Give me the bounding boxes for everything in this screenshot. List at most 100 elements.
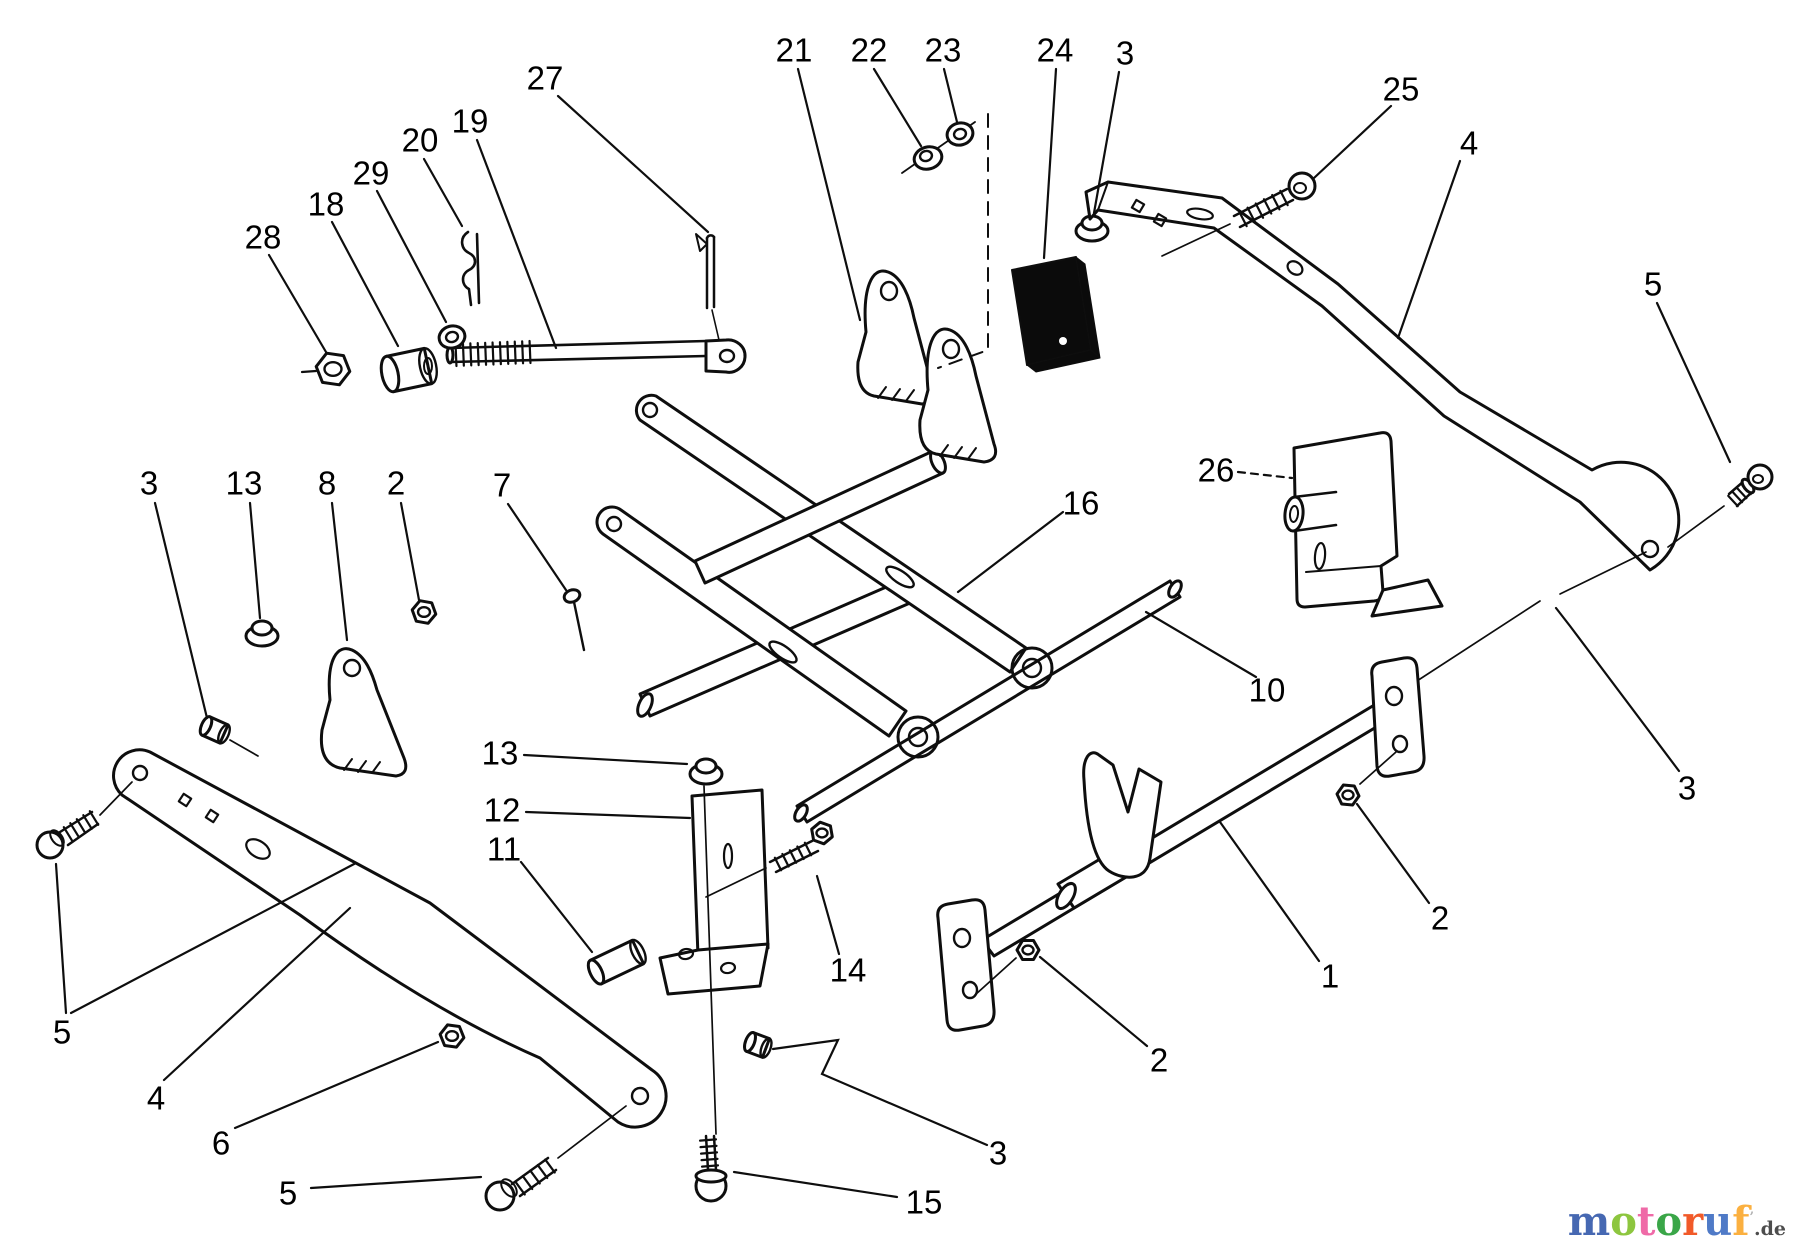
- bolt-5a-threads-tick: [1731, 490, 1744, 504]
- nut-2-left-bore: [416, 606, 432, 619]
- nut-28: [314, 351, 352, 387]
- leader-line-2-29: [1038, 955, 1149, 1048]
- leader-line-3-14: [153, 501, 209, 720]
- leader-line-5-8: [1655, 301, 1732, 464]
- bolt-14-threads-tick: [796, 845, 805, 861]
- washer-22-hole: [918, 149, 934, 163]
- lift-rod-10-cap-r: [1167, 579, 1183, 599]
- bar-4-upper-fold: [1097, 181, 1109, 211]
- rod-19-edge: [448, 354, 708, 364]
- stirrup-16-inner: [1021, 657, 1043, 679]
- callout-4-7: 4: [1460, 125, 1478, 162]
- bracket-21b-hole: [941, 338, 961, 360]
- bolt-25-threads-tick: [1238, 210, 1248, 228]
- assembly-axis-dashed: [937, 113, 989, 369]
- rod-19-threads-tick: [506, 340, 510, 365]
- axis-nut-2m: [974, 957, 1017, 996]
- bolt-14-head-bore: [815, 827, 829, 839]
- rod-19-eye-hole: [718, 348, 736, 364]
- rod-19-threads-tick: [491, 341, 495, 366]
- screw-15-threads-tick: [699, 1151, 719, 1155]
- watermark-word: motoruf: [1568, 1202, 1750, 1242]
- leader-line-3-22: [1554, 606, 1681, 773]
- nut-6-bore: [444, 1029, 460, 1042]
- bolt-5c-axis: [557, 1105, 627, 1159]
- callout-7-18: 7: [493, 467, 511, 504]
- bushing-3-left-cap1: [198, 715, 214, 737]
- leader-line-13-23: [522, 753, 689, 766]
- bolt-14-threads-tick: [781, 852, 790, 868]
- watermark-suffix: .de: [1754, 1218, 1786, 1240]
- bracket-21-hatch: [877, 386, 887, 399]
- callout-6-34: 6: [212, 1125, 230, 1162]
- bolt-5a-head: [1746, 463, 1774, 491]
- bracket-26-fold: [1305, 565, 1382, 573]
- bracket-21-hatch: [891, 388, 901, 401]
- leader-line-3-30: [771, 1038, 989, 1147]
- callout-2-29: 2: [1150, 1042, 1168, 1079]
- leader-line-13-15: [248, 501, 262, 620]
- bolt-14-head: [810, 820, 834, 846]
- callout-14-26: 14: [830, 952, 867, 989]
- nut-28-stub: [300, 369, 318, 374]
- watermark-letter-1: o: [1610, 1198, 1637, 1245]
- cotter-27-top: [705, 234, 716, 240]
- bolt-5b-threads-tick: [62, 826, 74, 842]
- callout-25-6: 25: [1383, 71, 1420, 108]
- watermark-letter-0: m: [1567, 1198, 1611, 1245]
- bar-4-lower-endhole: [630, 1086, 650, 1106]
- nut-2-right-bore: [1341, 789, 1355, 801]
- leader-line-1-27: [1218, 820, 1321, 963]
- link-bar-16-hole: [641, 401, 659, 419]
- bolt-5c-threads-tick: [521, 1174, 534, 1191]
- leader-line-5-35: [309, 1175, 483, 1190]
- bracket-26: [1292, 431, 1399, 609]
- shaft-1-plate-l: [936, 898, 996, 1032]
- leader-line-28-13: [267, 253, 328, 354]
- callout-20-10: 20: [402, 122, 439, 159]
- nut-13-mid-body: [694, 757, 718, 775]
- callout-13-23: 13: [482, 735, 519, 772]
- bracket-12-fhole: [677, 947, 695, 961]
- bolt-5c-shank: [518, 1168, 558, 1198]
- bolt-25-shank: [1238, 198, 1295, 229]
- bolt-5a-head-i: [1752, 474, 1764, 484]
- lift-rod-10-cap-l: [793, 803, 809, 823]
- callout-27-0: 27: [527, 60, 564, 97]
- bolt-5c-threads-tick: [529, 1169, 541, 1185]
- leader-line-26-20: [1236, 470, 1294, 480]
- bracket-12-slot: [722, 842, 734, 870]
- bracket-12-flange: [658, 942, 770, 996]
- bolt-5a-threads-tick: [1735, 486, 1748, 500]
- leader-line-19-9: [475, 138, 558, 350]
- bushing-3-left-axis: [229, 739, 259, 757]
- shaft-1-collar-cap: [1055, 881, 1077, 911]
- bracket-26-bush: [1292, 490, 1338, 499]
- leader-line-5-32: [54, 862, 68, 1015]
- washer-29: [437, 324, 467, 350]
- rod-19-threads-tick: [528, 339, 532, 365]
- bracket-21b-hatch: [939, 444, 949, 457]
- nut-6: [438, 1023, 466, 1049]
- trunnion-18-hole: [423, 357, 433, 375]
- shaft-1: [980, 696, 1400, 958]
- leader-line-6-34: [233, 1040, 440, 1130]
- watermark-letter-6: f: [1732, 1198, 1750, 1245]
- washer-23: [945, 121, 975, 147]
- leader-line-14-26: [815, 874, 841, 956]
- bar-4-lower-hole-l: [131, 764, 149, 782]
- bar-4-lower-oval: [245, 838, 271, 860]
- nut-2-mid-bore: [1021, 944, 1035, 956]
- bushing-3-left-cap2: [217, 723, 231, 745]
- callout-11-25: 11: [487, 831, 521, 868]
- bolt-5c-threads-tick: [536, 1163, 549, 1180]
- diagram-parts: [35, 113, 1774, 1212]
- rod-19-threads-tick: [476, 342, 480, 367]
- watermark-letter-5: u: [1703, 1198, 1733, 1245]
- bar-4-upper-hole: [1130, 198, 1146, 214]
- rod-19-threads-tick: [498, 341, 502, 366]
- bar-4-upper-hole-rd: [1286, 260, 1304, 276]
- bracket-8: [319, 647, 408, 778]
- link-bar-16: [634, 393, 1028, 674]
